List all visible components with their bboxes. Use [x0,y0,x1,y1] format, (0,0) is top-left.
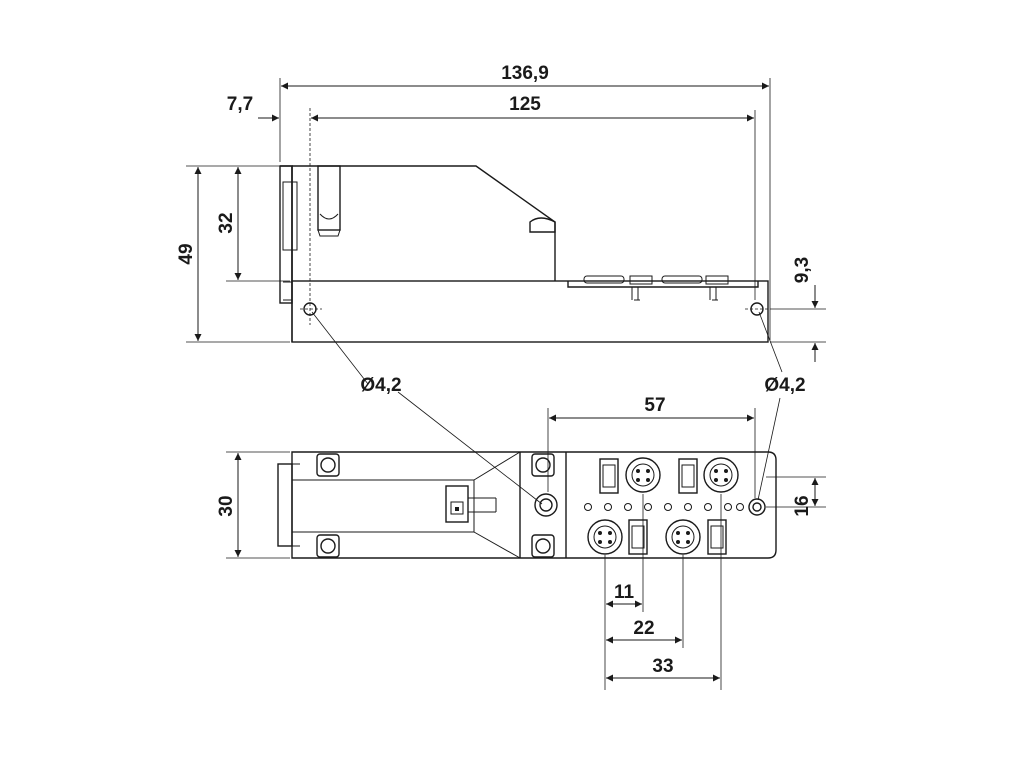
side-view-base [291,280,769,343]
dim-overall-length: 136,9 [281,63,769,90]
side-view [279,108,770,343]
top-view-label-1 [599,458,619,494]
dim-height-label: 49 [176,243,197,264]
dim-pitch-1-label: 11 [614,582,635,603]
dim-hole-diameter-right-label: Ø4,2 [764,375,805,396]
dim-hole-spacing: 125 [311,94,754,122]
dim-hole-diameter-left: Ø4,2 [311,311,543,505]
dim-hole-row-label: 16 [792,495,813,516]
side-view-housing [292,165,556,281]
top-view-connector-1 [625,457,661,493]
dim-width-label: 30 [216,495,237,516]
dim-hole-height: 9,3 [792,257,819,362]
top-view-connector-3 [587,519,623,555]
side-view-extension-lines [186,78,826,343]
dim-pitch-3: 33 [606,656,720,682]
top-view-hole-left [534,493,558,517]
top-view [277,451,777,559]
top-view-screw-4 [531,534,555,558]
top-view-connector-2 [703,457,739,493]
dim-upper-height-label: 32 [216,212,237,233]
dim-port-span-label: 57 [644,395,665,416]
top-view-label-4 [707,519,727,555]
dim-pitch-3-label: 33 [652,656,673,677]
top-view-hole-right [748,498,766,516]
dim-end-offset: 7,7 [227,94,332,122]
dim-overall-length-label: 136,9 [501,63,549,84]
dim-pitch-2: 22 [606,618,682,644]
dim-pitch-1: 11 [606,582,642,608]
dim-hole-spacing-label: 125 [509,94,541,115]
dim-width: 30 [216,453,242,557]
dim-pitch-2-label: 22 [633,618,654,639]
top-view-extension-lines [226,408,826,690]
dim-end-offset-label: 7,7 [227,94,253,115]
dim-hole-diameter-right: Ø4,2 [757,311,806,501]
top-view-screw-1 [316,453,340,477]
dim-upper-height: 32 [216,167,242,280]
side-view-latch [317,165,341,231]
top-view-label-3 [628,519,648,555]
top-view-screw-3 [531,453,555,477]
dim-port-span: 57 [549,395,754,422]
dim-hole-row: 16 [792,478,819,517]
top-view-connector-4 [665,519,701,555]
dim-hole-diameter-left-label: Ø4,2 [360,375,401,396]
top-view-label-2 [678,458,698,494]
top-view-switch [445,485,497,523]
top-view-body [291,451,777,559]
top-view-screw-2 [316,534,340,558]
dim-height: 49 [176,167,202,341]
dim-hole-height-label: 9,3 [792,257,813,283]
top-view-led-row [584,503,744,511]
